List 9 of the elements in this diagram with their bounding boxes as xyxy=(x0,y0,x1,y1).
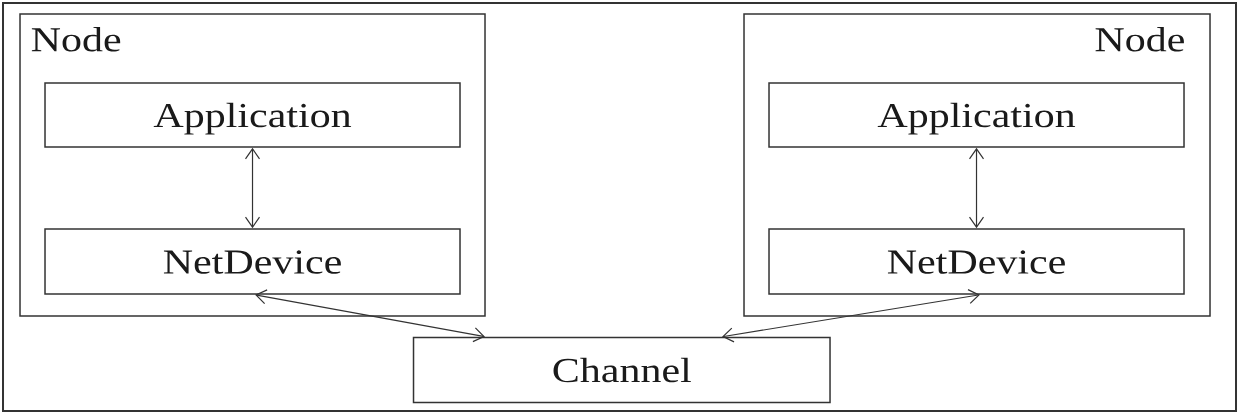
double-arrow xyxy=(255,289,485,343)
double-arrow xyxy=(244,147,261,229)
component-box: Application xyxy=(768,82,1185,148)
component-box: NetDevice xyxy=(768,228,1185,295)
component-box: Application xyxy=(44,82,461,148)
double-arrow xyxy=(968,147,985,229)
component-box: Channel xyxy=(412,336,831,404)
component-box: NetDevice xyxy=(44,228,461,295)
double-arrow xyxy=(722,289,980,343)
